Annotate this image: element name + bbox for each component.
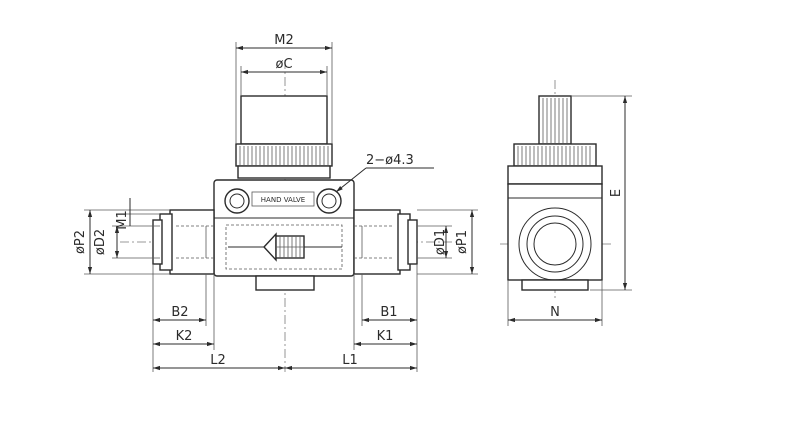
spool [228,232,342,262]
label-phi-c: øC [275,57,292,72]
mounting-hole-right [316,188,342,214]
label-m2: M2 [274,33,294,48]
front-view: HAND VALVE [73,33,478,372]
side-view: E N [500,80,632,326]
label-b1: B1 [380,305,397,320]
dimension-n: N [507,280,603,326]
label-l2: L2 [210,353,226,368]
label-e: E [609,189,624,197]
dimension-e: E [571,95,632,291]
left-push-fitting [152,209,215,275]
label-k1: K1 [377,329,394,344]
dimension-c: øC [240,57,328,96]
label-phi-d2: øD2 [93,229,108,255]
dimension-left-diameters: øP2 øD2 M1 [73,198,170,275]
label-phi-d1: øD1 [433,229,448,255]
label-phi-p2: øP2 [73,230,88,254]
dimension-m2: M2 [235,33,333,144]
label-b2: B2 [171,305,188,320]
label-m1: M1 [115,210,130,230]
side-knob [507,95,603,185]
label-phi-p1: øP1 [455,230,470,254]
label-k2: K2 [176,329,193,344]
body-label: HAND VALVE [261,196,305,204]
label-n: N [550,305,560,320]
label-l1: L1 [342,353,358,368]
label-holes: 2−ø4.3 [366,153,414,168]
dimension-bottom: B2 K2 B1 K1 L2 L1 [152,264,418,372]
dimension-right-diameters: øD1 øP1 [417,209,478,275]
valve-body: HAND VALVE [213,179,355,291]
right-push-fitting [353,209,418,275]
dimension-holes: 2−ø4.3 [335,153,434,193]
mounting-hole-left [224,188,250,214]
side-body [507,183,603,291]
handle-knob [235,95,333,179]
